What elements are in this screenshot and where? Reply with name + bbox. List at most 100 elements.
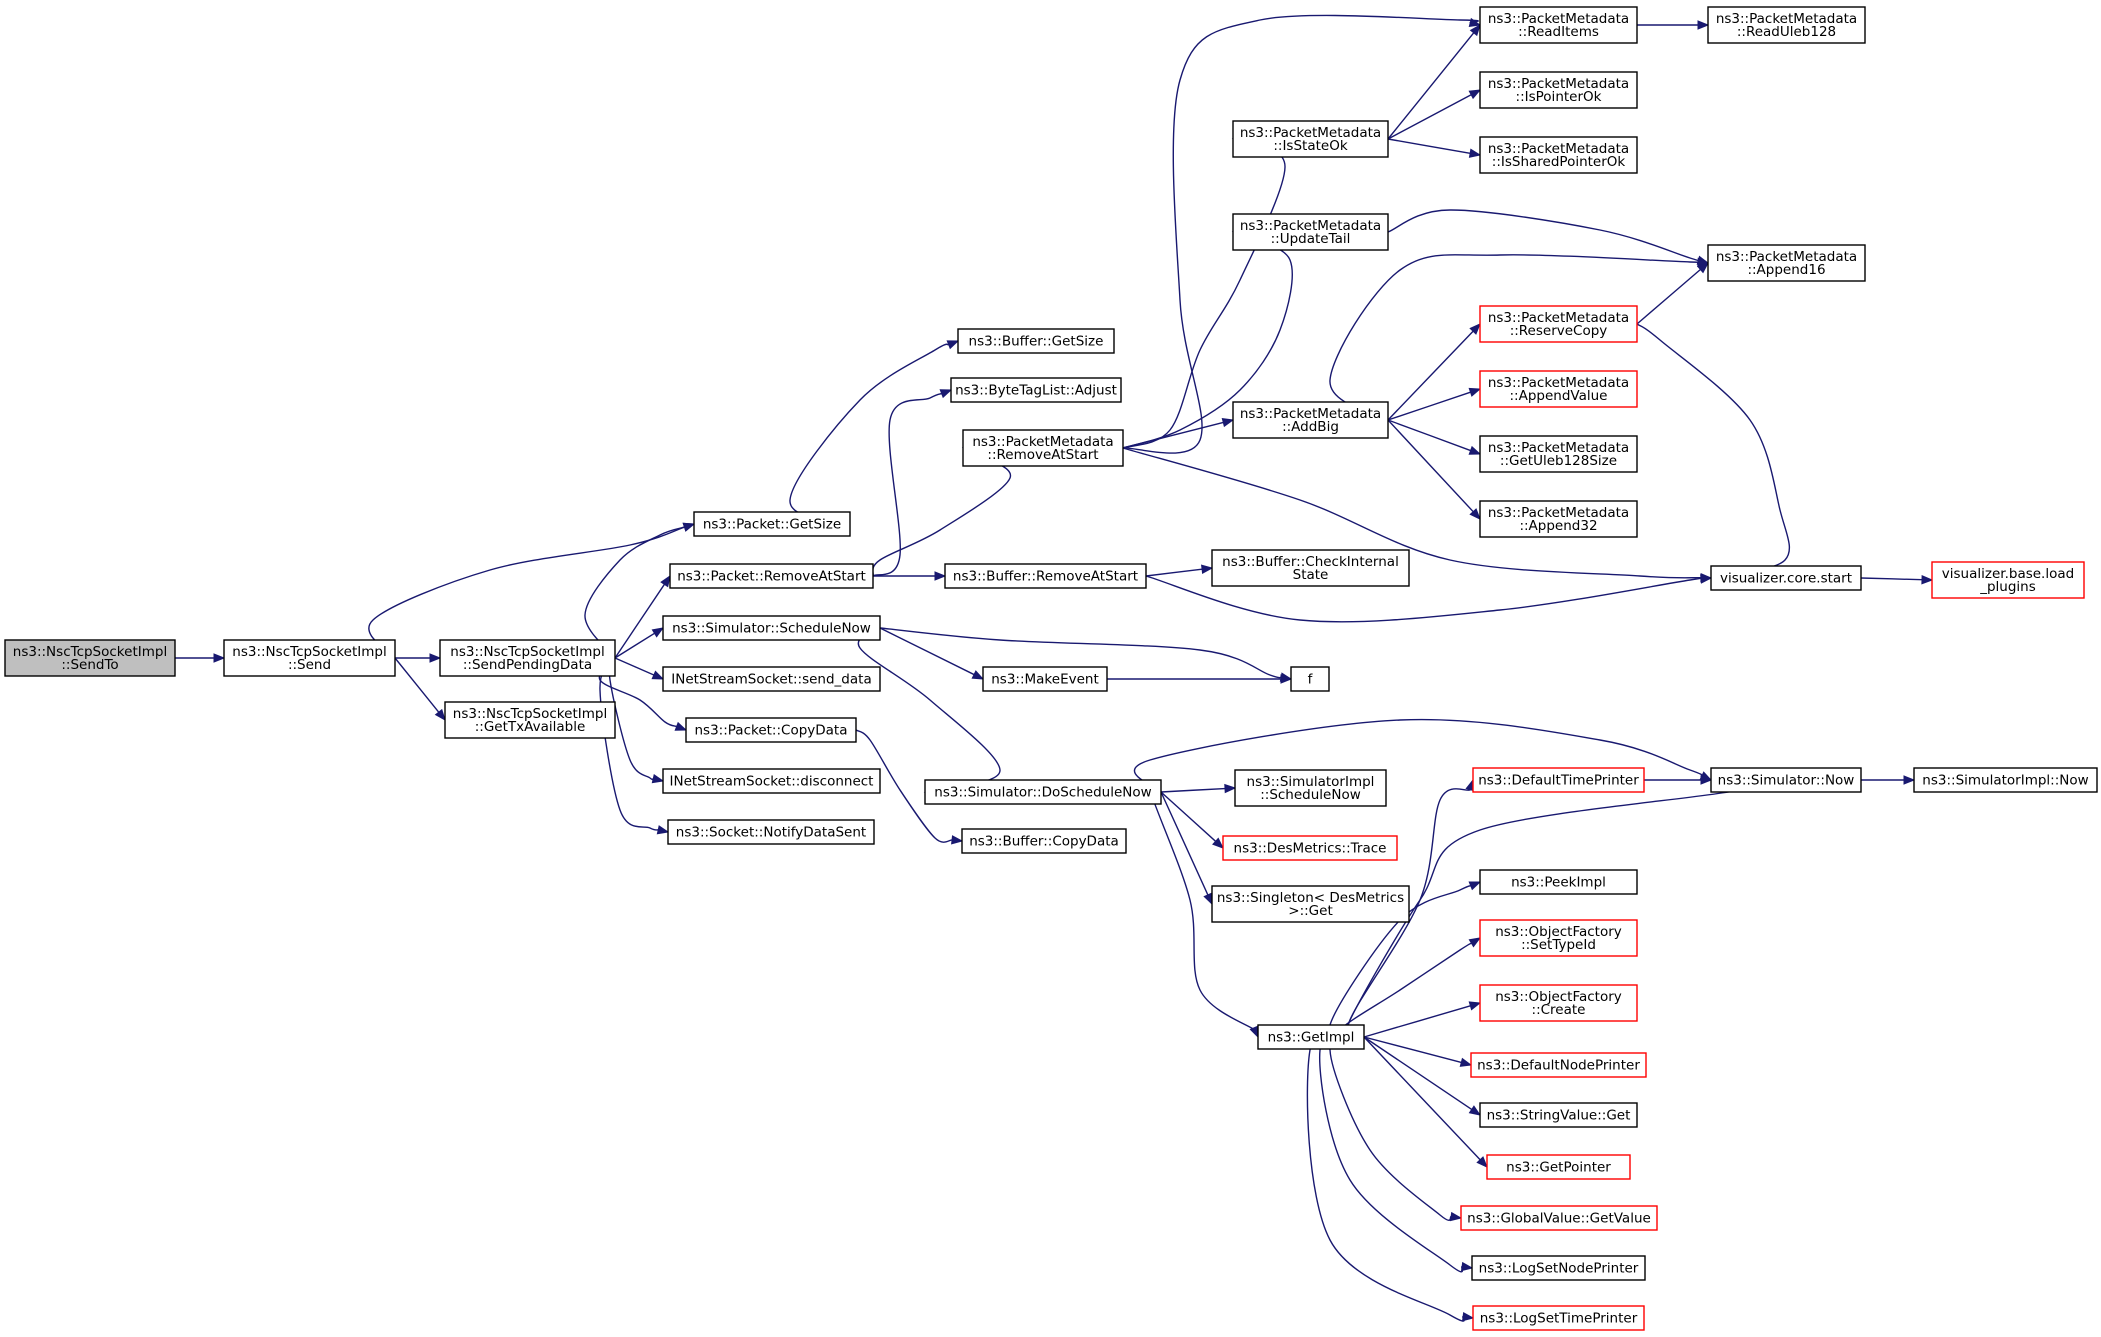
node-getimpl[interactable]: ns3::GetImpl bbox=[1257, 1024, 1365, 1050]
edge-line bbox=[1363, 1036, 1473, 1111]
node-viz-core-start[interactable]: visualizer.core.start bbox=[1710, 565, 1862, 591]
node-pkt-getsize[interactable]: ns3::Packet::GetSize bbox=[693, 511, 851, 537]
edge-pkt_removeatstart-to-pm_removeatstart bbox=[872, 447, 1011, 577]
node-sim-doschedulenow[interactable]: ns3::Simulator::DoScheduleNow bbox=[924, 779, 1162, 805]
node-pm-isstateok[interactable]: ns3::PacketMetadata::IsStateOk bbox=[1232, 120, 1389, 158]
edge-line bbox=[1363, 1036, 1481, 1161]
node-pm-ispointerok[interactable]: ns3::PacketMetadata::IsPointerOk bbox=[1479, 71, 1638, 109]
node-label: State bbox=[1293, 567, 1329, 583]
node-box bbox=[1232, 120, 1389, 158]
node-label: ::ReadUleb128 bbox=[1737, 24, 1836, 40]
node-sim-now[interactable]: ns3::Simulator::Now bbox=[1710, 767, 1862, 793]
edge-pm_removeatstart-to-pm_readitems bbox=[1122, 14, 1482, 454]
node-sim-schedulenow[interactable]: ns3::Simulator::ScheduleNow bbox=[662, 615, 881, 641]
node-label: ns3::ObjectFactory bbox=[1495, 989, 1622, 1005]
node-buf-copydata[interactable]: ns3::Buffer::CopyData bbox=[961, 828, 1127, 854]
node-defaulttimeprinter[interactable]: ns3::DefaultTimePrinter bbox=[1472, 767, 1645, 793]
node-stringvalue-get[interactable]: ns3::StringValue::Get bbox=[1479, 1102, 1638, 1128]
node-inet-senddata[interactable]: INetStreamSocket::send_data bbox=[662, 666, 881, 692]
node-desmetrics-trace[interactable]: ns3::DesMetrics::Trace bbox=[1222, 835, 1398, 861]
node-logsettimeprinter[interactable]: ns3::LogSetTimePrinter bbox=[1472, 1305, 1645, 1331]
node-buf-removeatstart[interactable]: ns3::Buffer::RemoveAtStart bbox=[944, 563, 1147, 589]
node-label: ns3::Packet::GetSize bbox=[703, 517, 841, 533]
arrowhead bbox=[1468, 387, 1482, 397]
edge-sendpending-to-inet_senddata bbox=[614, 657, 665, 680]
node-sendto[interactable]: ns3::NscTcpSocketImpl::SendTo bbox=[4, 639, 176, 677]
arrowhead bbox=[1221, 417, 1235, 428]
node-makeevent[interactable]: ns3::MakeEvent bbox=[982, 666, 1108, 692]
node-box bbox=[1257, 1024, 1365, 1050]
edge-getimpl-to-defaultnodeprinter bbox=[1363, 1036, 1473, 1067]
node-pkt-copydata[interactable]: ns3::Packet::CopyData bbox=[685, 717, 857, 743]
node-of-settypeid[interactable]: ns3::ObjectFactory::SetTypeId bbox=[1479, 919, 1638, 957]
node-viz-base-load[interactable]: visualizer.base.load_plugins bbox=[1931, 561, 2085, 599]
edge-getimpl-to-getpointer bbox=[1363, 1036, 1488, 1168]
node-pm-reservecopy[interactable]: ns3::PacketMetadata::ReserveCopy bbox=[1479, 305, 1638, 343]
arrowhead bbox=[1468, 1001, 1482, 1011]
arrowhead bbox=[1203, 892, 1213, 906]
node-label: ::SendTo bbox=[61, 657, 118, 673]
node-simimpl-now[interactable]: ns3::SimulatorImpl::Now bbox=[1913, 767, 2098, 793]
node-box bbox=[1479, 370, 1638, 408]
node-box bbox=[1460, 1205, 1658, 1231]
arrowhead bbox=[1468, 89, 1482, 100]
node-sock-notify[interactable]: ns3::Socket::NotifyDataSent bbox=[667, 819, 875, 845]
node-box bbox=[1710, 767, 1862, 793]
edge-getimpl-to-logsettimeprinter bbox=[1306, 1030, 1475, 1322]
node-inet-disconnect[interactable]: INetStreamSocket::disconnect bbox=[662, 768, 881, 794]
edge-line bbox=[368, 526, 685, 659]
edge-line bbox=[1160, 791, 1217, 842]
node-pm-addbig[interactable]: ns3::PacketMetadata::AddBig bbox=[1232, 401, 1389, 439]
node-defaultnodeprinter[interactable]: ns3::DefaultNodePrinter bbox=[1470, 1052, 1647, 1078]
node-label: ::ScheduleNow bbox=[1260, 787, 1361, 803]
edge-defaulttimeprinter-to-sim_now bbox=[1644, 775, 1713, 785]
edge-pm_addbig-to-pm_appendvalue bbox=[1387, 387, 1482, 421]
node-simimpl-schedulenow[interactable]: ns3::SimulatorImpl::ScheduleNow bbox=[1234, 769, 1387, 807]
node-box bbox=[1232, 401, 1389, 439]
node-pkt-removeatstart[interactable]: ns3::Packet::RemoveAtStart bbox=[669, 563, 874, 589]
node-f[interactable]: f bbox=[1290, 666, 1330, 692]
edge-line bbox=[1387, 330, 1474, 421]
node-getpointer[interactable]: ns3::GetPointer bbox=[1486, 1154, 1631, 1180]
node-pm-getuleb128size[interactable]: ns3::PacketMetadata::GetUleb128Size bbox=[1479, 435, 1638, 473]
node-pm-readitems[interactable]: ns3::PacketMetadata::ReadItems bbox=[1479, 6, 1638, 44]
edge-line bbox=[394, 657, 440, 713]
node-peekimpl[interactable]: ns3::PeekImpl bbox=[1479, 869, 1638, 895]
node-btl-adjust[interactable]: ns3::ByteTagList::Adjust bbox=[950, 377, 1122, 403]
node-globalvalue-getvalue[interactable]: ns3::GlobalValue::GetValue bbox=[1460, 1205, 1658, 1231]
edge-line bbox=[1363, 1005, 1471, 1038]
arrowhead bbox=[651, 627, 665, 638]
node-label: ns3::PacketMetadata bbox=[1716, 11, 1857, 27]
node-box bbox=[1707, 6, 1866, 44]
node-of-create[interactable]: ns3::ObjectFactory::Create bbox=[1479, 984, 1638, 1022]
arrowhead bbox=[1468, 17, 1482, 28]
edge-pm_reservecopy-to-pm_append16 bbox=[1636, 262, 1710, 325]
edge-sendpending-to-sim_schedulenow bbox=[614, 627, 665, 659]
arrowhead bbox=[1201, 564, 1214, 574]
edge-makeevent-to-f bbox=[1107, 674, 1293, 684]
node-pm-readuleb128[interactable]: ns3::PacketMetadata::ReadUleb128 bbox=[1707, 6, 1866, 44]
node-box bbox=[950, 377, 1122, 403]
node-pm-appendvalue[interactable]: ns3::PacketMetadata::AppendValue bbox=[1479, 370, 1638, 408]
node-pm-updatetail[interactable]: ns3::PacketMetadata::UpdateTail bbox=[1232, 213, 1389, 251]
node-box bbox=[662, 768, 881, 794]
node-pm-append32[interactable]: ns3::PacketMetadata::Append32 bbox=[1479, 500, 1638, 538]
node-box bbox=[444, 701, 616, 739]
edge-line bbox=[1145, 575, 1709, 623]
edge-line bbox=[1306, 1030, 1465, 1322]
node-pm-removeatstart[interactable]: ns3::PacketMetadata::RemoveAtStart bbox=[962, 429, 1124, 467]
node-singleton-get[interactable]: ns3::Singleton< DesMetrics>::Get bbox=[1211, 885, 1410, 923]
node-box bbox=[685, 717, 857, 743]
node-box bbox=[1472, 767, 1645, 793]
node-sendpending[interactable]: ns3::NscTcpSocketImpl::SendPendingData bbox=[439, 639, 616, 677]
node-send[interactable]: ns3::NscTcpSocketImpl::Send bbox=[223, 639, 396, 677]
node-logsetnodeprinter[interactable]: ns3::LogSetNodePrinter bbox=[1471, 1255, 1646, 1281]
arrowhead bbox=[1697, 20, 1710, 30]
node-label: ns3::PacketMetadata bbox=[1488, 440, 1629, 456]
node-box bbox=[1479, 71, 1638, 109]
node-pm-append16[interactable]: ns3::PacketMetadata::Append16 bbox=[1707, 244, 1866, 282]
node-gettxavail[interactable]: ns3::NscTcpSocketImpl::GetTxAvailable bbox=[444, 701, 616, 739]
node-pm-issharedpointerok[interactable]: ns3::PacketMetadata::IsSharedPointerOk bbox=[1479, 136, 1638, 174]
node-buf-getsize[interactable]: ns3::Buffer::GetSize bbox=[957, 328, 1115, 354]
